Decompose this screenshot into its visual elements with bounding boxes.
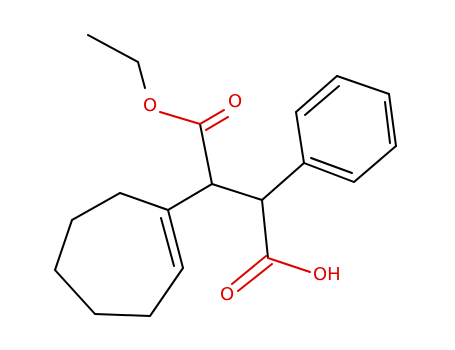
acid-carbonyl-oxygen-label: O <box>220 284 234 305</box>
hydroxyl-label: OH <box>313 264 341 285</box>
ester-group <box>159 109 229 185</box>
carboxylic-acid-group <box>231 199 311 292</box>
ethyl-group <box>87 34 146 89</box>
ester-oxygen-label: O <box>143 95 157 116</box>
backbone <box>167 183 263 211</box>
phenyl-ring <box>261 75 397 201</box>
cycloheptene-ring <box>54 192 184 317</box>
ester-carbonyl-oxygen-label: O <box>228 91 242 112</box>
